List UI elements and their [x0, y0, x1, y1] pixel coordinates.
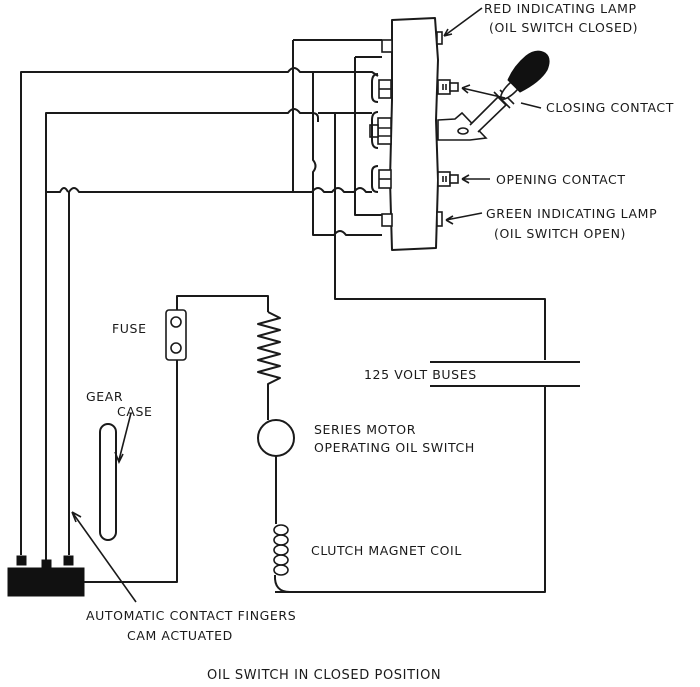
red-lamp-label-2: (OIL SWITCH CLOSED)	[489, 20, 638, 35]
diagram-title: OIL SWITCH IN CLOSED POSITION	[207, 668, 441, 683]
green-lamp-socket	[436, 211, 443, 227]
motor-label-2: OPERATING OIL SWITCH	[314, 440, 475, 455]
center-stud-nut	[369, 111, 392, 149]
contact-fingers	[7, 555, 178, 597]
gear-case-label-2: CASE	[117, 404, 153, 419]
red-lamp-label-1: RED INDICATING LAMP	[484, 1, 637, 16]
wiring	[20, 39, 546, 560]
opening-contact-arrow	[461, 174, 490, 184]
gear-case	[99, 423, 117, 541]
series-field-resistor	[257, 311, 281, 420]
gear-case-arrow	[114, 412, 132, 464]
switch-handle	[437, 50, 550, 141]
motor-circuit	[165, 295, 295, 593]
green-lamp-terminal	[381, 213, 393, 227]
red-lamp-arrow	[443, 7, 483, 37]
opening-contact-label: OPENING CONTACT	[496, 172, 626, 187]
buses-label: 125 VOLT BUSES	[364, 367, 477, 382]
closing-contact-label: CLOSING CONTACT	[546, 100, 674, 115]
handle-knob	[507, 50, 550, 93]
red-lamp-socket	[436, 31, 443, 45]
closing-contact-arrow	[461, 84, 506, 99]
panel-terminals	[369, 39, 393, 227]
green-lamp-label-2: (OIL SWITCH OPEN)	[494, 226, 626, 241]
green-lamp-arrow	[445, 212, 483, 225]
opening-contact-nut	[371, 165, 392, 193]
control-switch-panel	[389, 17, 439, 251]
fingers-label-1: AUTOMATIC CONTACT FINGERS	[86, 608, 296, 623]
clutch-coil-label: CLUTCH MAGNET COIL	[311, 543, 462, 558]
opening-contact	[437, 171, 459, 187]
fingers-arrow	[71, 511, 137, 603]
series-motor	[257, 419, 295, 457]
buses	[275, 361, 580, 593]
fingers-label-2: CAM ACTUATED	[127, 628, 233, 643]
motor-label-1: SERIES MOTOR	[314, 422, 416, 437]
closing-contact-leader	[520, 102, 542, 109]
gear-case-label-1: GEAR	[86, 389, 123, 404]
green-lamp-label-1: GREEN INDICATING LAMP	[486, 206, 657, 221]
closing-contact	[437, 79, 459, 95]
closing-contact-nut	[371, 73, 392, 103]
fuse-label: FUSE	[112, 321, 147, 336]
red-lamp-terminal	[381, 39, 393, 53]
clutch-magnet-coil	[273, 524, 291, 593]
cam-block	[7, 567, 85, 597]
panel-right-contacts	[436, 31, 550, 227]
